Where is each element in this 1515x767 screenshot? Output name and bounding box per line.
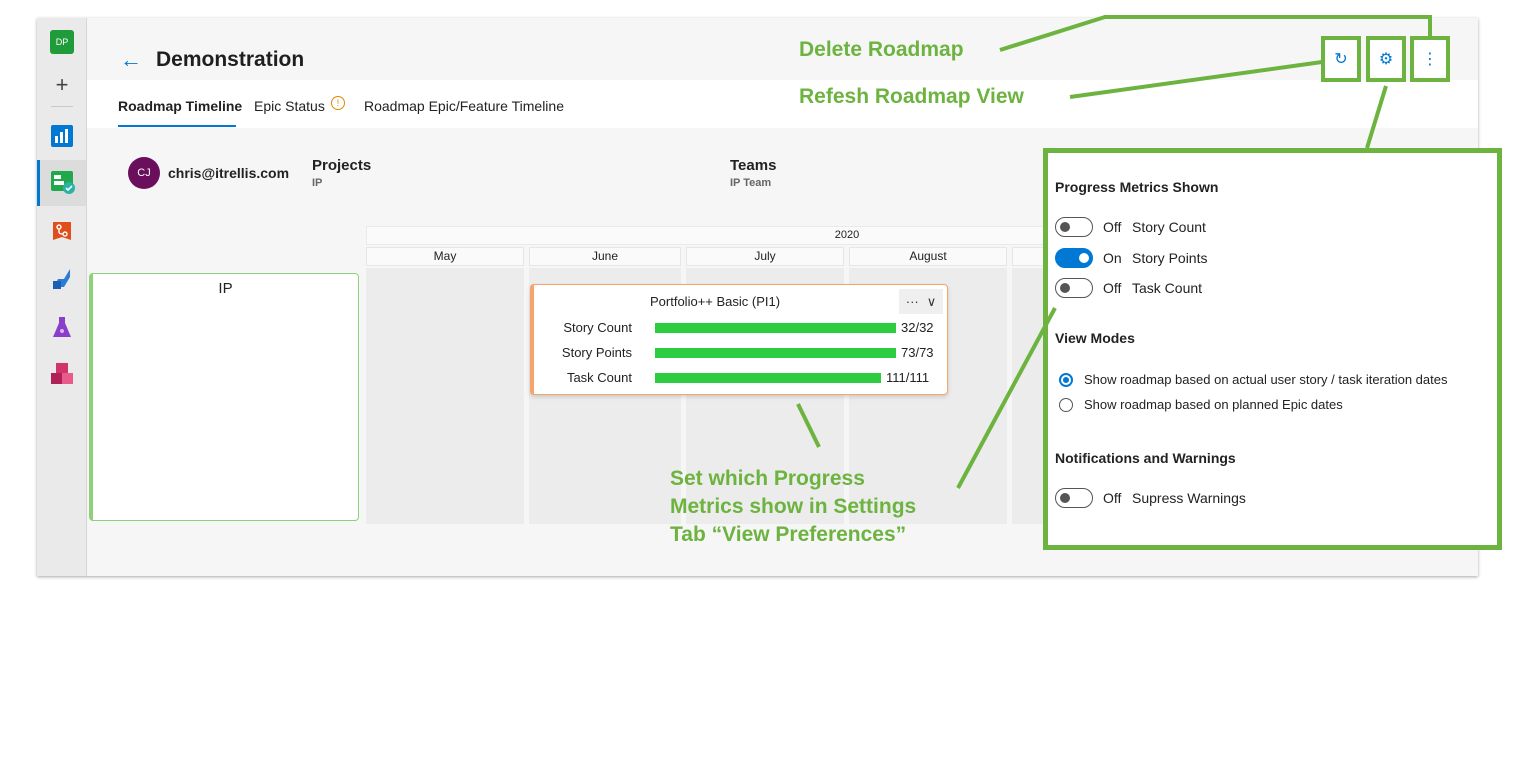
- left-navigation: [37, 18, 87, 576]
- view-preferences-panel: [1043, 148, 1502, 550]
- teams-title: Teams: [730, 157, 777, 174]
- refresh-button[interactable]: ↻: [1321, 36, 1361, 82]
- team-card-title: IP: [218, 280, 233, 297]
- nav-divider: [51, 106, 73, 107]
- teams-value: IP Team: [730, 177, 772, 189]
- toggle-label: Supress Warnings: [1132, 490, 1246, 506]
- toggle-state: On: [1103, 250, 1122, 266]
- epic-menu-button[interactable]: ··· ∨: [899, 289, 943, 314]
- timeline-column: [366, 268, 524, 524]
- nav-active-indicator: [37, 160, 40, 206]
- progress-metrics-heading: Progress Metrics Shown: [1055, 179, 1219, 195]
- warning-icon: !: [331, 96, 345, 110]
- metric-value: 111/111: [886, 370, 930, 385]
- month-header: May: [366, 247, 524, 266]
- toggle-label: Story Count: [1132, 219, 1206, 235]
- metric-value: 73/73: [901, 345, 934, 360]
- month-header: July: [686, 247, 844, 266]
- toggle-state: Off: [1103, 219, 1122, 235]
- progress-note-line: Tab “View Preferences”: [670, 523, 907, 546]
- organization-avatar[interactable]: DP: [50, 30, 74, 54]
- radio-label: Show roadmap based on actual user story …: [1084, 372, 1448, 387]
- month-header: August: [849, 247, 1007, 266]
- tab-epic-status[interactable]: Epic Status: [254, 98, 325, 114]
- more-options-button[interactable]: ⋮: [1410, 36, 1450, 82]
- more-vertical-icon: ⋮: [1422, 51, 1438, 68]
- test-plans-icon[interactable]: [50, 315, 74, 339]
- delete-roadmap-annotation: Delete Roadmap: [799, 38, 964, 61]
- active-tab-underline: [118, 125, 236, 127]
- metric-progress-bar: [655, 348, 896, 358]
- metric-value: 32/32: [901, 320, 934, 335]
- tab-roadmap-timeline[interactable]: Roadmap Timeline: [118, 98, 243, 114]
- view-modes-heading: View Modes: [1055, 330, 1135, 346]
- settings-button[interactable]: ⚙: [1366, 36, 1406, 82]
- story-points-toggle[interactable]: [1055, 248, 1093, 268]
- toggle-state: Off: [1103, 490, 1122, 506]
- add-icon[interactable]: +: [55, 72, 69, 97]
- chevron-down-icon: ∨: [926, 293, 937, 309]
- ellipsis-icon: ···: [905, 294, 919, 309]
- progress-note-line: Metrics show in Settings: [670, 495, 917, 518]
- metric-label: Task Count: [566, 370, 632, 385]
- boards-icon[interactable]: [50, 124, 74, 148]
- supress-warnings-toggle[interactable]: [1055, 488, 1093, 508]
- task-count-toggle[interactable]: [1055, 278, 1093, 298]
- notifications-heading: Notifications and Warnings: [1055, 450, 1236, 466]
- toggle-label: Story Points: [1132, 250, 1208, 266]
- radio-label: Show roadmap based on planned Epic dates: [1084, 397, 1343, 412]
- view-mode-planned-radio[interactable]: [1059, 398, 1073, 412]
- view-mode-actual-radio[interactable]: [1059, 373, 1073, 387]
- user-avatar: CJ: [128, 157, 160, 189]
- metric-progress-bar: [655, 323, 896, 333]
- back-button[interactable]: ←: [120, 47, 142, 72]
- projects-title: Projects: [312, 157, 372, 174]
- toggle-state: Off: [1103, 280, 1122, 296]
- projects-value: IP: [312, 177, 323, 189]
- metric-label: Story Count: [563, 320, 632, 335]
- progress-note-line: Set which Progress: [670, 467, 865, 490]
- user-name: chris@itrellis.com: [168, 165, 290, 181]
- epic-title: Portfolio++ Basic (PI1): [650, 294, 781, 309]
- refresh-icon: ↻: [1334, 51, 1348, 68]
- refresh-view-annotation: Refesh Roadmap View: [799, 85, 1024, 108]
- tab-roadmap-epic-feature-timeline[interactable]: Roadmap Epic/Feature Timeline: [364, 98, 564, 114]
- story-count-toggle[interactable]: [1055, 217, 1093, 237]
- pipelines-icon[interactable]: [50, 267, 74, 291]
- team-card[interactable]: IP: [89, 273, 359, 521]
- gear-icon: ⚙: [1378, 51, 1394, 68]
- month-header: June: [529, 247, 681, 266]
- metric-label: Story Points: [561, 345, 632, 360]
- artifacts-icon[interactable]: [50, 362, 74, 386]
- metric-progress-bar: [655, 373, 881, 383]
- page-title: Demonstration: [156, 48, 305, 71]
- roadmap-icon[interactable]: [50, 170, 76, 196]
- repos-icon[interactable]: [50, 219, 74, 243]
- toggle-label: Task Count: [1132, 280, 1203, 296]
